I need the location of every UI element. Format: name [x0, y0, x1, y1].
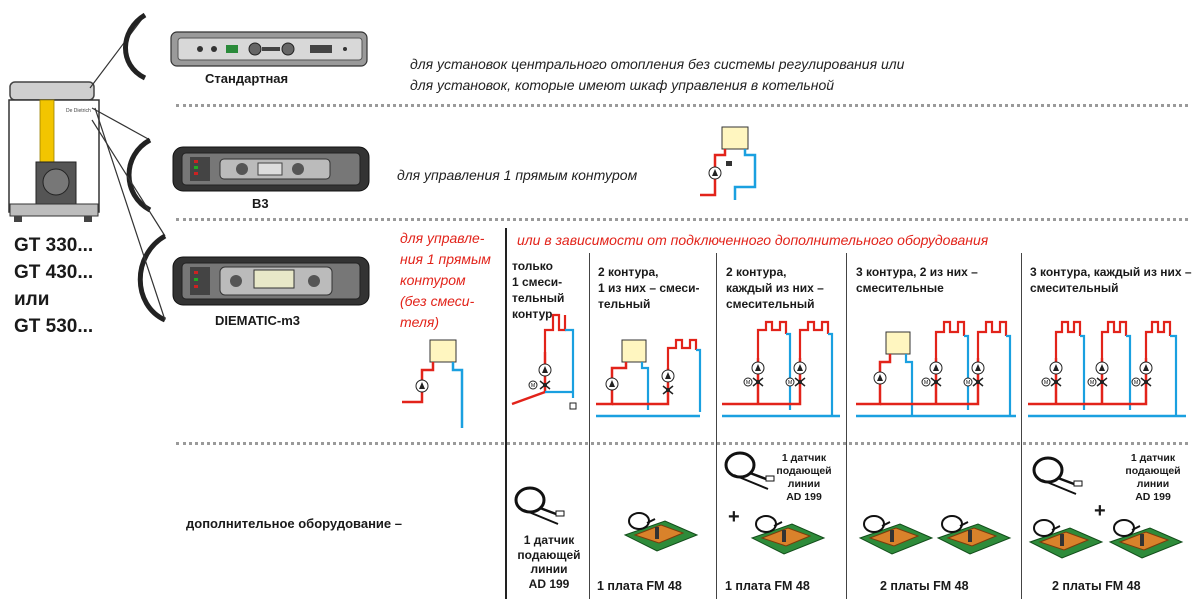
desc-line: для установок центрального отопления без… — [410, 56, 905, 72]
diematic-direct-circuit — [402, 339, 464, 428]
desc-line: (без смеси- — [400, 293, 475, 309]
panel-standard-desc: для установок центрального отопления без… — [410, 54, 904, 96]
col3-sensor-label: 1 датчик подающей линии AD 199 — [765, 452, 843, 504]
model-gt530: GT 530... — [14, 316, 94, 337]
model-gt330: GT 330... — [14, 235, 94, 256]
acc-line: AD 199 — [528, 576, 570, 591]
col3-plus: + — [728, 506, 740, 528]
title-line: тельный — [512, 291, 565, 305]
acc-line: линии — [530, 562, 568, 576]
panel-b3-label: B3 — [252, 196, 269, 211]
desc-line: теля) — [400, 314, 440, 330]
acc-line: подающей — [517, 547, 581, 562]
title-line: 2 контура, — [726, 265, 787, 279]
panel-b3-desc: для управления 1 прямым контуром — [397, 167, 638, 183]
col5-board-label: 2 платы FM 48 — [1052, 579, 1141, 593]
accessories-label: дополнительное оборудование – — [186, 516, 402, 531]
col5-sensor-label: 1 датчик подающей линии AD 199 — [1114, 452, 1192, 504]
title-line: каждый из них – — [726, 281, 824, 295]
desc-line: контуром — [400, 272, 466, 288]
boiler-brand-logo: De Dietrich — [66, 108, 91, 114]
title-line: 1 из них – смеси- — [598, 281, 700, 295]
column-1-title: только 1 смеси- тельный контур — [512, 258, 564, 322]
title-line: 3 контура, каждый из них – — [1030, 265, 1192, 279]
acc-line: подающей — [776, 465, 832, 477]
divider-3 — [176, 442, 1188, 445]
title-line: 2 контура, — [598, 265, 659, 279]
acc-line: подающей — [1125, 465, 1181, 477]
column-3-title: 2 контура, каждый из них – смесительный — [726, 264, 824, 312]
col3-board-label: 1 плата FM 48 — [725, 579, 810, 593]
title-line: смесительный — [1030, 281, 1119, 295]
panel-diematic-label: DIEMATIC-m3 — [215, 313, 300, 328]
acc-line: AD 199 — [1135, 491, 1171, 503]
title-line: смесительный — [726, 297, 815, 311]
acc-line: линии — [787, 478, 821, 490]
column-2-title: 2 контура, 1 из них – смеси- тельный — [598, 264, 699, 312]
title-line: тельный — [598, 297, 651, 311]
title-line: смесительные — [856, 281, 944, 295]
boiler-illustration: De Dietrich — [8, 78, 100, 224]
acc-line: AD 199 — [786, 491, 822, 503]
divider-1 — [176, 104, 1188, 107]
desc-line: для управле- — [400, 230, 485, 246]
title-line: контур — [512, 307, 553, 321]
acc-line: линии — [1136, 478, 1170, 490]
acc-line: 1 датчик — [523, 533, 575, 547]
acc-line: 1 датчик — [781, 452, 827, 464]
acc-line: 1 датчик — [1130, 452, 1176, 464]
b3-circuit-diagram — [700, 126, 757, 200]
panel-standard-label: Стандартная — [205, 71, 289, 86]
column-4-title: 3 контура, 2 из них – смесительные — [856, 264, 978, 296]
col5-plus: + — [1094, 500, 1106, 522]
col1-accessory: 1 датчик подающей линии AD 199 — [509, 533, 589, 591]
model-gt430: GT 430... — [14, 262, 94, 283]
desc-line: для установок, которые имеют шкаф управл… — [410, 77, 835, 93]
dependency-note: или в зависимости от подключенного допол… — [517, 232, 989, 248]
column-5-title: 3 контура, каждый из них – смесительный — [1030, 264, 1192, 296]
boiler-models: GT 330... GT 430... или GT 530... — [14, 232, 93, 340]
diematic-desc: для управле- ния 1 прямым контуром (без … — [400, 228, 491, 333]
model-or: или — [14, 289, 50, 310]
col2-accessory: 1 плата FM 48 — [597, 579, 682, 593]
panel-diematic — [172, 255, 372, 309]
panel-standard — [170, 30, 370, 70]
desc-line: ния 1 прямым — [400, 251, 491, 267]
title-line: только — [512, 259, 553, 273]
title-line: 3 контура, 2 из них – — [856, 265, 978, 279]
col4-accessory: 2 платы FM 48 — [880, 579, 969, 593]
title-line: 1 смеси- — [512, 275, 563, 289]
divider-2 — [176, 218, 1188, 221]
panel-b3 — [172, 145, 372, 195]
